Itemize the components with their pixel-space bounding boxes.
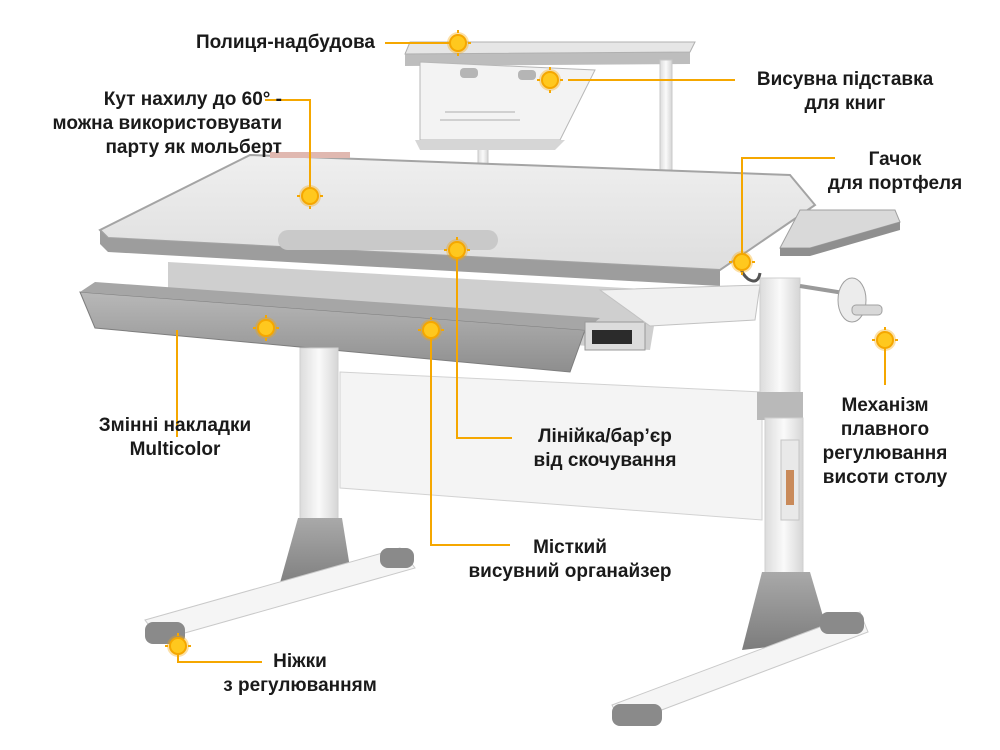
- shelf-addon: [404, 41, 696, 171]
- label-overlays-line-2: Multicolor: [129, 439, 221, 460]
- label-ruler: Лінійка/бар’єр від скочування: [515, 425, 695, 473]
- label-overlays-line-1: Змінні накладки: [98, 415, 252, 436]
- label-mechanism: Механізм плавного регулювання висоти сто…: [805, 394, 965, 490]
- label-tilt: Кут нахилу до 60° - можна використовуват…: [20, 88, 282, 160]
- label-hook: Гачок для портфеля: [820, 148, 970, 196]
- label-mechanism-line-4: висоти столу: [822, 467, 948, 488]
- label-hook-line-2: для портфеля: [827, 173, 963, 194]
- label-legs-line-1: Ніжки: [273, 651, 327, 672]
- label-shelf-line: Полиця-надбудова: [196, 32, 375, 53]
- label-organizer: Місткий висувний органайзер: [455, 536, 685, 584]
- side-table: [779, 209, 901, 256]
- label-ruler-line-1: Лінійка/бар’єр: [538, 426, 672, 447]
- label-mechanism-line-1: Механізм: [841, 395, 929, 416]
- label-legs: Ніжки з регулюванням: [210, 650, 390, 698]
- desk-top: [98, 152, 817, 286]
- label-ruler-line-2: від скочування: [533, 450, 677, 471]
- label-shelf: Полиця-надбудова: [150, 31, 375, 55]
- label-organizer-line-2: висувний органайзер: [468, 561, 672, 582]
- label-tilt-line-2: можна використовувати: [52, 113, 282, 134]
- label-tilt-line-1: Кут нахилу до 60° -: [103, 89, 282, 110]
- crossbar: [339, 371, 763, 521]
- label-overlays: Змінні накладки Multicolor: [80, 414, 270, 462]
- label-book-stand-line-2: для книг: [804, 93, 886, 114]
- label-legs-line-2: з регулюванням: [223, 675, 377, 696]
- left-leg: [144, 347, 416, 644]
- label-book-stand: Висувна підставка для книг: [740, 68, 950, 116]
- label-mechanism-line-3: регулювання: [822, 443, 948, 464]
- label-tilt-line-3: парту як мольберт: [105, 137, 282, 158]
- label-organizer-line-1: Місткий: [533, 537, 607, 558]
- marker-mechanism-icon: [871, 326, 899, 354]
- book-stand: [415, 61, 596, 150]
- label-book-stand-line-1: Висувна підставка: [756, 69, 934, 90]
- right-leg: [611, 277, 869, 726]
- height-crank: [799, 277, 883, 323]
- label-mechanism-line-2: плавного: [840, 419, 930, 440]
- drawer-organizer: [79, 262, 761, 373]
- label-hook-line-1: Гачок: [868, 149, 922, 170]
